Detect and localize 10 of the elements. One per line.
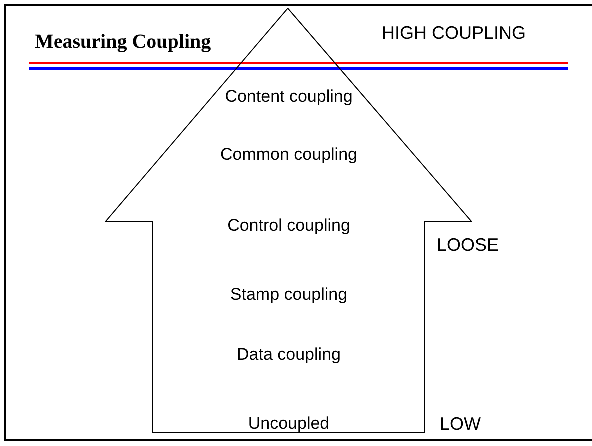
- coupling-level-text: Stamp coupling: [229, 284, 349, 306]
- scale-label: LOW: [440, 413, 482, 435]
- coupling-level-text: Data coupling: [236, 344, 342, 366]
- scale-label: LOOSE: [437, 234, 500, 256]
- scale-label: HIGH COUPLING: [382, 22, 526, 44]
- coupling-level-text: Content coupling: [224, 86, 354, 108]
- coupling-level-text: Control coupling: [226, 215, 352, 237]
- coupling-level-text: Common coupling: [219, 144, 358, 166]
- slide-title: Measuring Coupling: [35, 30, 212, 54]
- coupling-level-text: Uncoupled: [247, 413, 331, 435]
